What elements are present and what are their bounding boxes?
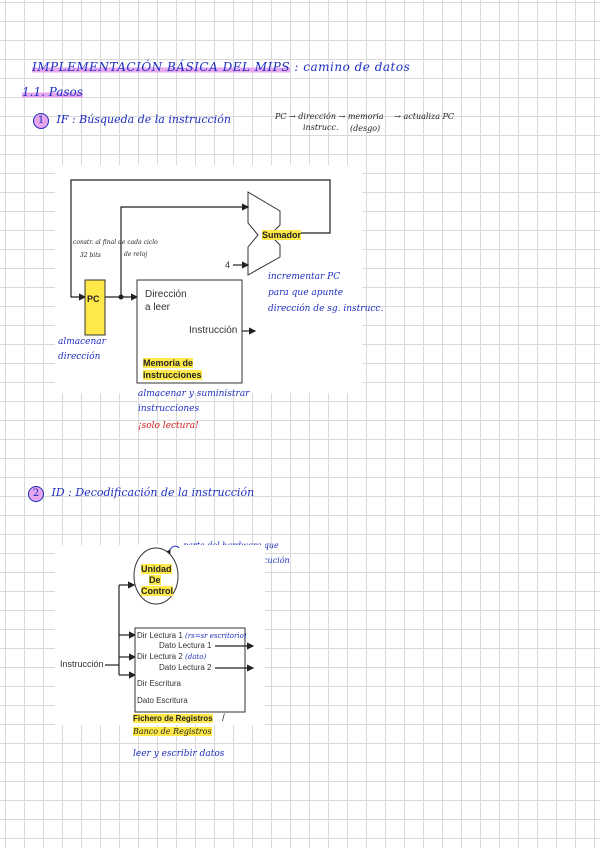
step2-title: ID : Decodificación de la instrucción xyxy=(51,486,255,499)
note-rw: leer y escribir datos xyxy=(133,749,225,759)
flow-desgo: (desgo) xyxy=(350,124,381,133)
step1-flow: PC → dirección → memoria → actualiza PC xyxy=(275,112,454,121)
note-mem-2: instrucciones xyxy=(138,404,200,414)
read-reg-2-note: (dato) xyxy=(185,653,207,661)
note-const-2: 32 bits xyxy=(80,252,101,259)
note-inc-2: para que apunte xyxy=(268,288,344,298)
sumador-label: Sumador xyxy=(262,230,302,240)
read-data-1: Dato Lectura 1 xyxy=(159,641,212,650)
note-mem-1: almacenar y suministrar xyxy=(138,389,250,399)
control-unit-label-2: De xyxy=(149,575,161,585)
step2-heading: 2 ID : Decodificación de la instrucción xyxy=(28,486,254,502)
document-title: IMPLEMENTACIÓN BÁSICA DEL MIPS : camino … xyxy=(32,60,410,74)
reg-file-slash: / xyxy=(222,713,225,724)
read-data-2: Dato Lectura 2 xyxy=(159,663,212,672)
flow-dir: dirección xyxy=(298,112,337,121)
note-const-3: de reloj xyxy=(124,251,148,258)
addr-label: Dirección xyxy=(145,289,187,300)
note-store-1: almacenar xyxy=(58,337,106,347)
flow-instr: instrucc. xyxy=(303,123,339,132)
read-reg-2: Dir Lectura 2 xyxy=(137,652,183,661)
section-heading: 1.1. Pasos xyxy=(22,85,83,99)
note-inc-1: incrementar PC xyxy=(268,272,341,282)
note-bank: Banco de Registros xyxy=(133,727,212,736)
title-main: IMPLEMENTACIÓN BÁSICA DEL MIPS xyxy=(32,60,291,74)
step2-number: 2 xyxy=(28,486,44,502)
control-unit-label-3: Control xyxy=(141,586,173,596)
flow-mem: → memoria xyxy=(338,112,384,121)
instr-in-label: Instrucción xyxy=(60,659,104,669)
title-suffix: : camino de datos xyxy=(294,60,411,74)
read-reg-1: Dir Lectura 1 xyxy=(137,631,183,640)
id-diagram: Unidad De Control Instrucción Dir Lectur… xyxy=(55,545,265,725)
if-diagram: Sumador 4 PC Dirección a leer Instrucció… xyxy=(55,165,362,393)
addr-label-2: a leer xyxy=(145,302,171,313)
instr-out-label: Instrucción xyxy=(189,325,238,336)
read-reg-1-label: Dir Lectura 1 (rs=sr escritorio) xyxy=(137,631,247,640)
step1-heading: 1 IF : Búsqueda de la instrucción xyxy=(33,113,231,129)
mem-label-2: instrucciones xyxy=(143,370,202,380)
flow-pc: PC → xyxy=(275,112,296,121)
note-bank-text: Banco de Registros xyxy=(133,727,212,736)
step1-title: IF : Búsqueda de la instrucción xyxy=(56,113,231,126)
note-inc-3: dirección de sg. instrucc. xyxy=(268,304,384,314)
mem-label: Memoria de xyxy=(143,358,194,368)
write-reg: Dir Escritura xyxy=(137,679,182,688)
write-data: Dato Escritura xyxy=(137,696,188,705)
read-reg-2-label: Dir Lectura 2 (dato) xyxy=(137,652,206,661)
control-unit-label-1: Unidad xyxy=(141,564,172,574)
flow-act: → actualiza PC xyxy=(394,112,455,121)
note-mem-3: ¡solo lectura! xyxy=(138,421,199,431)
step1-number: 1 xyxy=(33,113,49,129)
read-reg-1-note: (rs=sr escritorio) xyxy=(185,632,247,640)
const-four-label: 4 xyxy=(225,260,231,270)
note-store-2: dirección xyxy=(58,352,101,362)
reg-file-label: Fichero de Registros xyxy=(133,714,213,723)
note-const-1: constr. al final de cada ciclo xyxy=(73,239,158,246)
pc-label: PC xyxy=(87,294,100,304)
section-label: 1.1. Pasos xyxy=(22,85,83,99)
